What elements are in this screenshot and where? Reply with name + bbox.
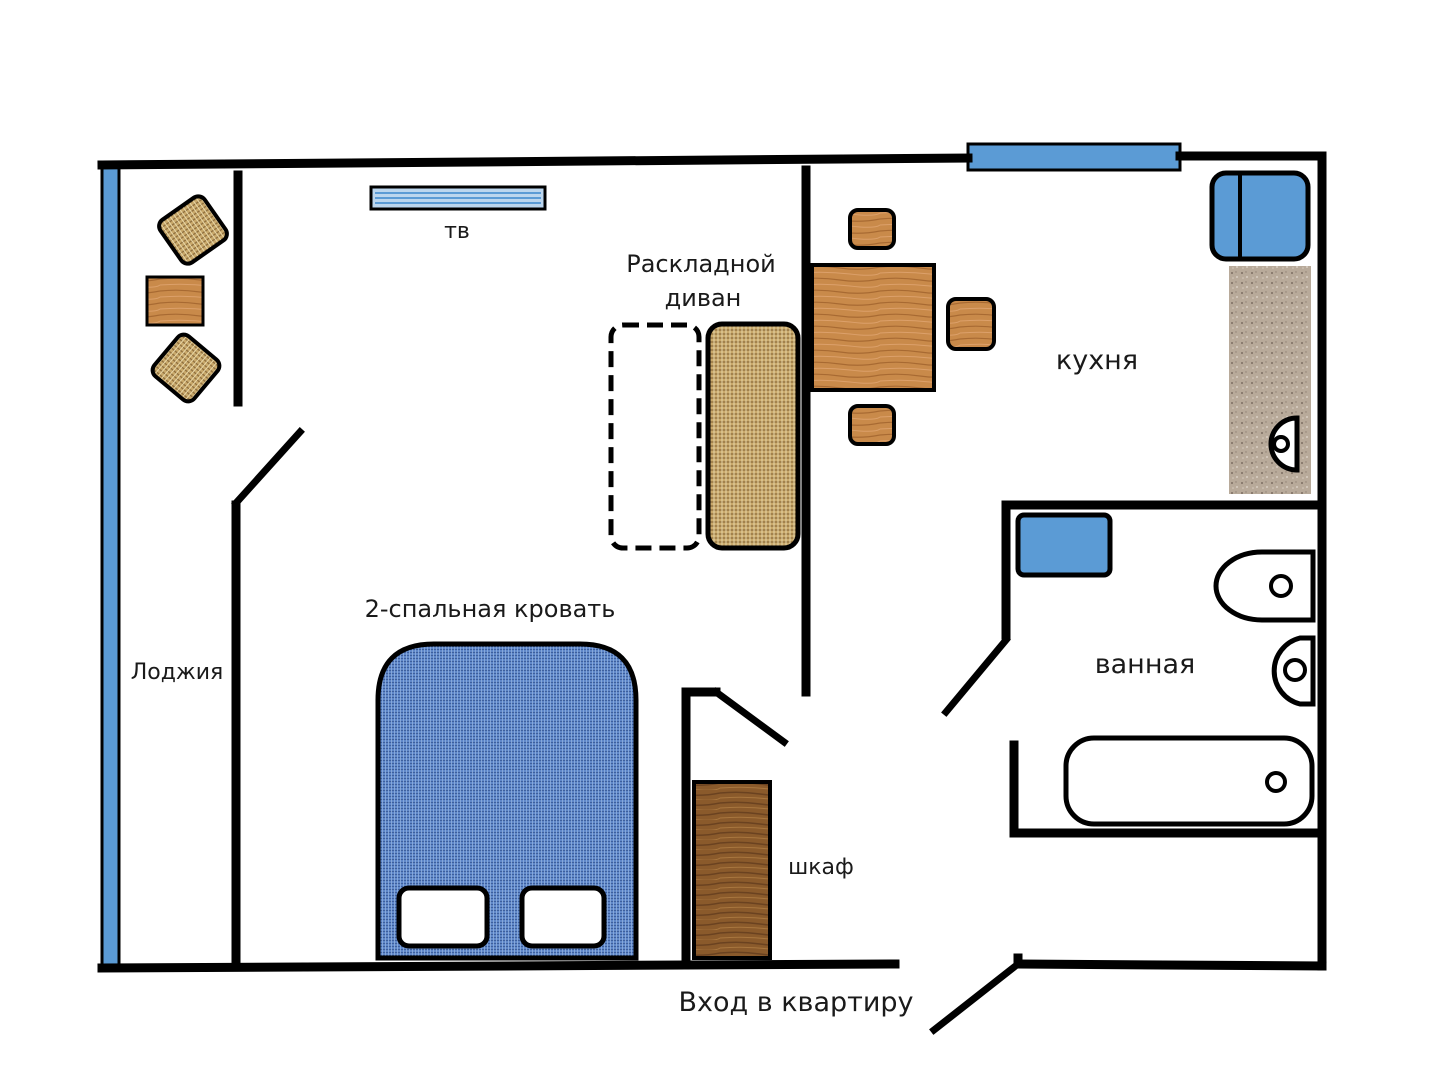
- walls: [97, 151, 1327, 973]
- kitchen-table: [810, 263, 936, 392]
- washing-machine-icon: [1015, 512, 1113, 578]
- chair-top: [848, 208, 896, 250]
- sofa-unfolded-outline: [608, 322, 702, 551]
- bathroom-door: [941, 635, 1011, 717]
- sofa: [705, 321, 801, 551]
- fridge-icon: [1209, 170, 1311, 262]
- entrance-label: Вход в квартиру: [678, 987, 913, 1018]
- wardrobe-label: шкаф: [788, 855, 854, 880]
- kitchen-dining-set: [810, 208, 996, 446]
- kitchen-window: [966, 142, 1182, 172]
- bathroom-sink: [1213, 549, 1316, 623]
- kitchen-label: кухня: [1056, 345, 1138, 376]
- tv-label: тв: [444, 219, 470, 244]
- toilet-icon: [1271, 635, 1316, 707]
- loggia-table: [145, 275, 205, 327]
- pillow-right: [519, 885, 607, 949]
- sofa-label-line2: диван: [665, 284, 742, 312]
- chair-right: [946, 297, 996, 351]
- sink-icon: [1268, 415, 1300, 473]
- entrance-door: [929, 959, 1023, 1035]
- tv-icon: [369, 185, 547, 211]
- bathroom-label: ванная: [1095, 649, 1196, 680]
- sofa-label-line1: Раскладной: [626, 250, 775, 278]
- bathtub-icon: [1063, 735, 1315, 827]
- loggia-furniture: [145, 194, 229, 404]
- bed-label: 2-спальная кровать: [365, 595, 616, 623]
- chair-bottom: [848, 404, 896, 446]
- loggia-door: [231, 427, 305, 508]
- wicker-chair-bottom: [150, 332, 222, 404]
- double-bed: [375, 641, 639, 961]
- pillow-left: [396, 885, 490, 949]
- wardrobe-door: [711, 687, 789, 747]
- doors: [231, 427, 1023, 1035]
- wicker-chair-top: [157, 194, 229, 266]
- wardrobe: [692, 780, 772, 960]
- loggia-label: Лоджия: [131, 660, 224, 685]
- loggia-window: [100, 163, 121, 972]
